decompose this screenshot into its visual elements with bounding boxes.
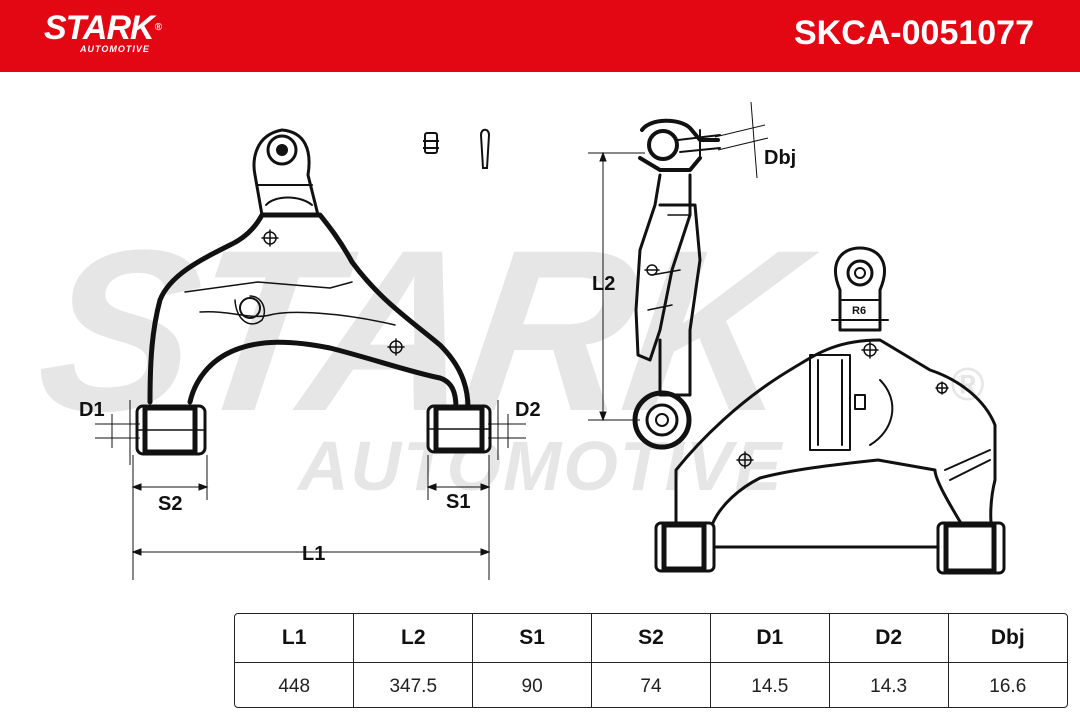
spec-value-d1: 14.5 xyxy=(710,662,830,707)
middle-dimension-labels: L2 Dbj xyxy=(592,147,796,295)
spec-value-s2: 74 xyxy=(591,662,711,707)
label-d2: D2 xyxy=(515,399,541,421)
control-arm-perspective-view xyxy=(654,246,1006,575)
spec-value-l1: 448 xyxy=(235,662,355,707)
label-d1: D1 xyxy=(79,399,105,421)
spec-header-d2: D2 xyxy=(829,614,949,663)
spec-header-s1: S1 xyxy=(472,614,593,663)
spec-table-value-row: 448 347.5 90 74 14.5 14.3 16.6 xyxy=(235,662,1067,707)
spec-value-d2: 14.3 xyxy=(829,662,949,707)
nut-and-pin xyxy=(423,128,491,169)
watermark-automotive: AUTOMOTIVE xyxy=(296,427,784,505)
watermark: STARK AUTOMOTIVE ® xyxy=(26,202,984,505)
middle-dimensions xyxy=(588,101,769,422)
label-l1: L1 xyxy=(302,543,325,565)
left-dimension-labels: D1 D2 S2 S1 L1 xyxy=(79,399,541,565)
label-dbj: Dbj xyxy=(764,147,796,169)
spec-table: L1 L2 S1 S2 D1 D2 Dbj 448 347.5 90 74 14… xyxy=(234,613,1068,708)
control-arm-top-view xyxy=(135,128,492,456)
label-r6: R6 xyxy=(852,305,866,317)
spec-value-s1: 90 xyxy=(472,662,593,707)
part-number: SKCA-0051077 xyxy=(793,14,1034,52)
spec-header-l2: L2 xyxy=(353,614,474,663)
spec-header-dbj: Dbj xyxy=(948,614,1067,663)
left-dimensions xyxy=(95,400,526,580)
label-s2: S2 xyxy=(158,493,182,515)
spec-table-header-row: L1 L2 S1 S2 D1 D2 Dbj xyxy=(235,614,1067,663)
spec-header-l1: L1 xyxy=(235,614,355,663)
label-s1: S1 xyxy=(446,491,470,513)
header-bar: STARK® AUTOMOTIVE SKCA-0051077 xyxy=(0,0,1080,72)
brand-name: STARK xyxy=(44,9,155,47)
technical-drawing: STARK AUTOMOTIVE ® xyxy=(26,101,1006,580)
brand-sub: AUTOMOTIVE xyxy=(80,44,150,54)
spec-value-l2: 347.5 xyxy=(353,662,474,707)
registered-mark: ® xyxy=(154,22,162,33)
brand-logo: STARK® AUTOMOTIVE xyxy=(44,9,162,54)
label-l2: L2 xyxy=(592,273,615,295)
spec-value-dbj: 16.6 xyxy=(989,676,1027,697)
spec-header-s2: S2 xyxy=(591,614,711,663)
spec-header-d1: D1 xyxy=(710,614,830,663)
